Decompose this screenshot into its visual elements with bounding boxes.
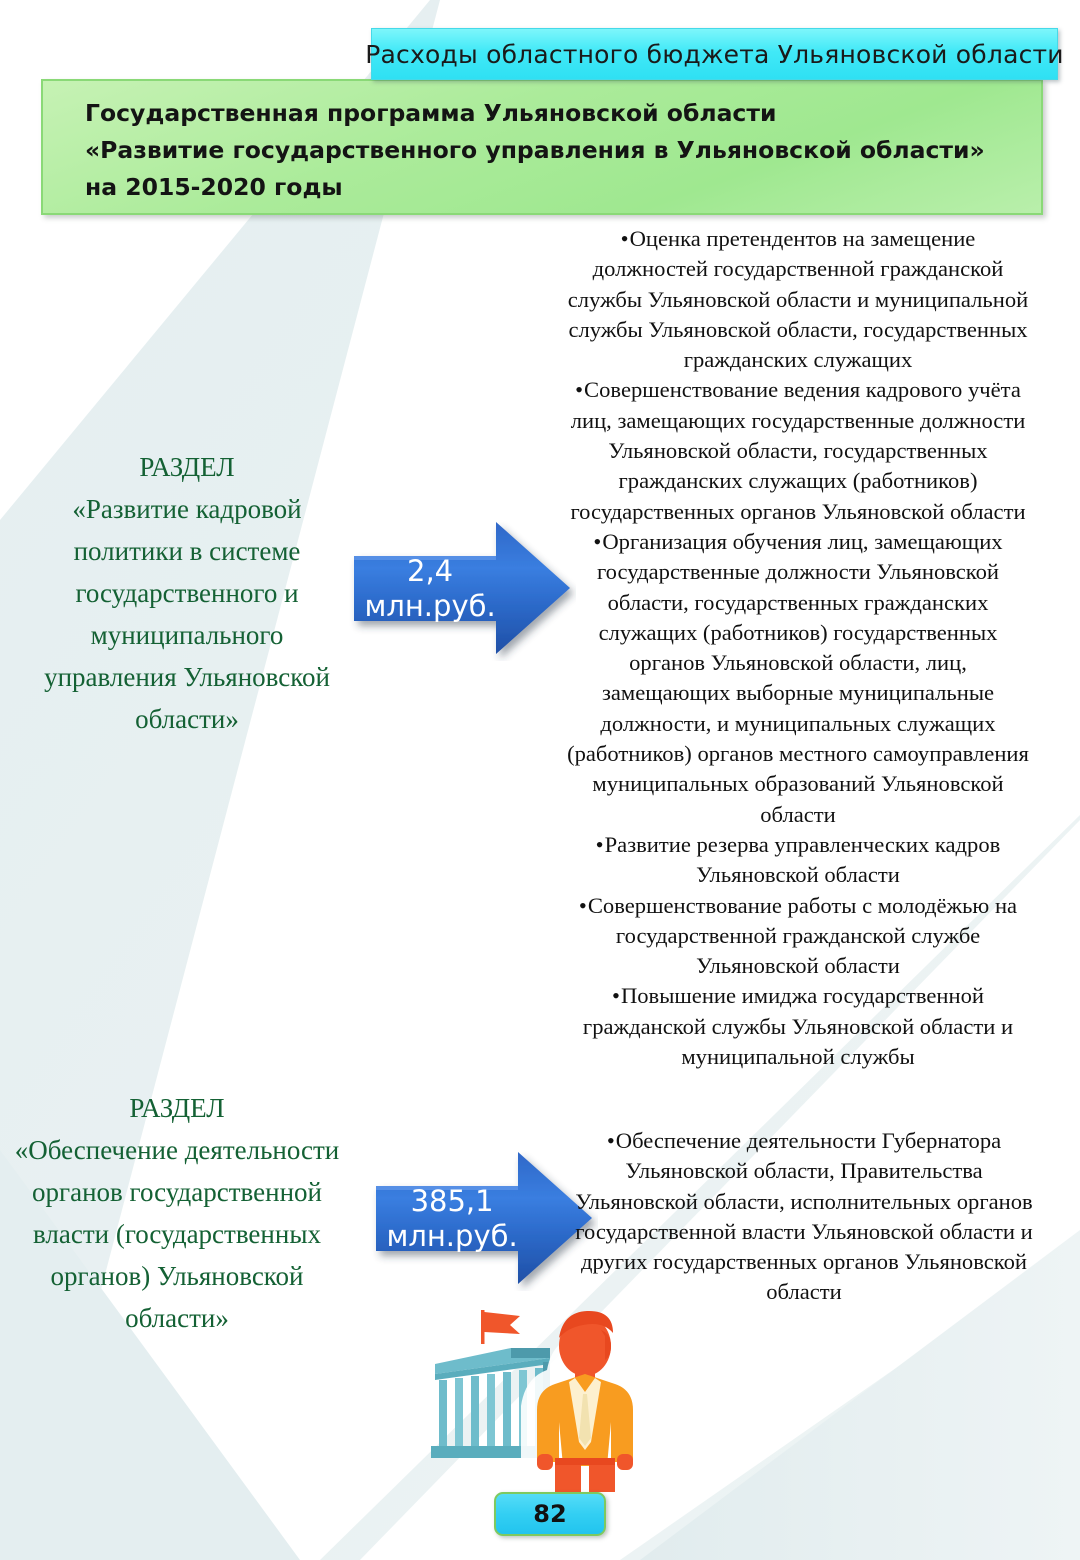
- program-title-box: Государственная программа Ульяновской об…: [41, 79, 1043, 215]
- list-item-text: Повышение имиджа государственной граждан…: [582, 983, 1014, 1070]
- section-1-name: «Развитие кадровой политики в системе го…: [44, 494, 330, 734]
- header-ribbon-text: Расходы областного бюджета Ульяновской о…: [365, 39, 1064, 69]
- header-ribbon: Расходы областного бюджета Ульяновской о…: [365, 28, 1064, 80]
- bullet-icon: •: [612, 983, 620, 1009]
- list-item-text: Развитие резерва управленческих кадров У…: [604, 831, 1001, 888]
- section-1-title: РАЗДЕЛ «Развитие кадровой политики в сис…: [22, 446, 352, 740]
- list-item: •Организация обучения лиц, замещающих го…: [563, 527, 1033, 830]
- section-2-name: «Обеспечение деятельности органов госуда…: [14, 1135, 340, 1333]
- list-item-text: Обеспечение деятельности Губернатора Уль…: [575, 1128, 1033, 1305]
- list-item: •Оценка претендентов на замещение должно…: [563, 224, 1033, 375]
- section-2-bullets: •Обеспечение деятельности Губернатора Ул…: [563, 1126, 1045, 1308]
- section-2-title: РАЗДЕЛ «Обеспечение деятельности органов…: [12, 1087, 342, 1339]
- government-building-and-official-illustration: [415, 1292, 665, 1492]
- list-item-text: Организация обучения лиц, замещающих гос…: [567, 528, 1029, 827]
- page-number-text: 82: [533, 1500, 567, 1528]
- bullet-icon: •: [606, 1128, 615, 1153]
- section-1-kicker: РАЗДЕЛ: [139, 452, 235, 482]
- program-title-line-3: на 2015-2020 годы: [85, 173, 343, 201]
- list-item-text: Совершенствование ведения кадрового учёт…: [570, 377, 1026, 524]
- section-1-amount-arrow: 2,4 млн.руб.: [348, 516, 576, 661]
- bullet-icon: •: [578, 892, 587, 918]
- page-number-badge: 82: [494, 1492, 606, 1536]
- bullet-icon: •: [595, 831, 604, 857]
- bullet-icon: •: [575, 377, 584, 403]
- program-title-line-1: Государственная программа Ульяновской об…: [85, 99, 777, 127]
- list-item: •Обеспечение деятельности Губернатора Ул…: [563, 1126, 1045, 1308]
- bullet-icon: •: [593, 528, 602, 554]
- list-item: •Совершенствование работы с молодёжью на…: [563, 891, 1033, 982]
- official-figure-icon: [521, 1310, 649, 1492]
- list-item: •Совершенствование ведения кадрового учё…: [563, 375, 1033, 526]
- program-title-line-2: «Развитие государственного управления в …: [85, 136, 985, 164]
- list-item-text: Совершенствование работы с молодёжью на …: [587, 892, 1018, 979]
- bullet-icon: •: [620, 226, 629, 251]
- list-item: •Повышение имиджа государственной гражда…: [563, 981, 1033, 1072]
- list-item-text: Оценка претендентов на замещение должнос…: [567, 226, 1029, 373]
- list-item: •Развитие резерва управленческих кадров …: [563, 830, 1033, 891]
- section-2-kicker: РАЗДЕЛ: [129, 1093, 225, 1123]
- flag-icon: [481, 1310, 520, 1344]
- section-1-bullets: •Оценка претендентов на замещение должно…: [563, 224, 1033, 1072]
